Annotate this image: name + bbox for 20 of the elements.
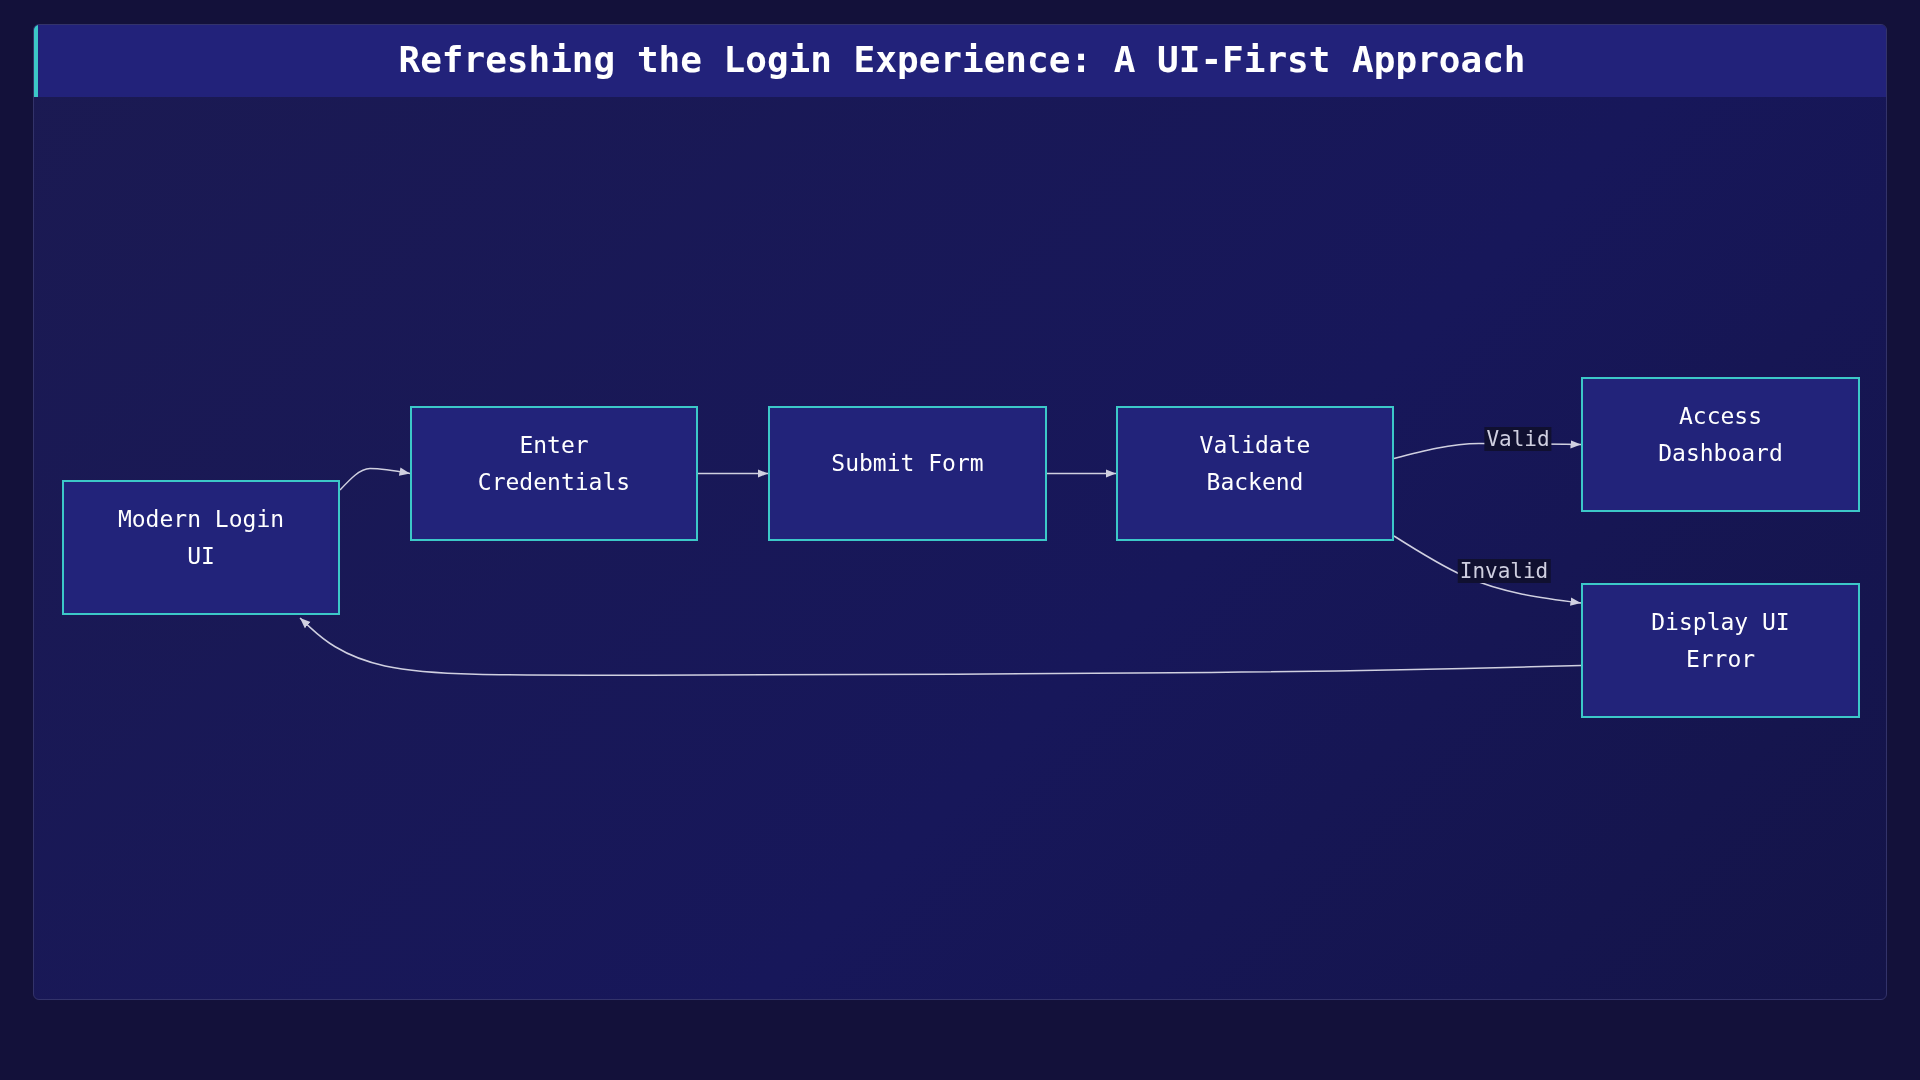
process-box	[410, 406, 698, 541]
process-box	[768, 406, 1047, 541]
step-label: Enter Credentials	[476, 430, 632, 497]
process-box	[1581, 377, 1860, 512]
edge-label: Invalid	[1457, 559, 1551, 583]
process-box	[1581, 583, 1860, 718]
arrow	[1393, 535, 1582, 606]
edge-label: Valid	[1484, 427, 1552, 451]
arrow	[339, 467, 411, 491]
step-label: Modern Login UI	[116, 504, 286, 571]
step-label: Access Dashboard	[1657, 401, 1784, 468]
process-box	[62, 480, 340, 615]
process-box	[1116, 406, 1394, 541]
arrow	[299, 617, 1582, 676]
step-label: Validate Backend	[1198, 430, 1312, 497]
step-label: Display UI Error	[1650, 607, 1791, 674]
step-label: Submit Form	[830, 449, 985, 478]
title: Refreshing the Login Experience: A UI-First Approach	[397, 39, 1527, 80]
arrow	[697, 469, 769, 478]
arrow	[1046, 469, 1117, 478]
